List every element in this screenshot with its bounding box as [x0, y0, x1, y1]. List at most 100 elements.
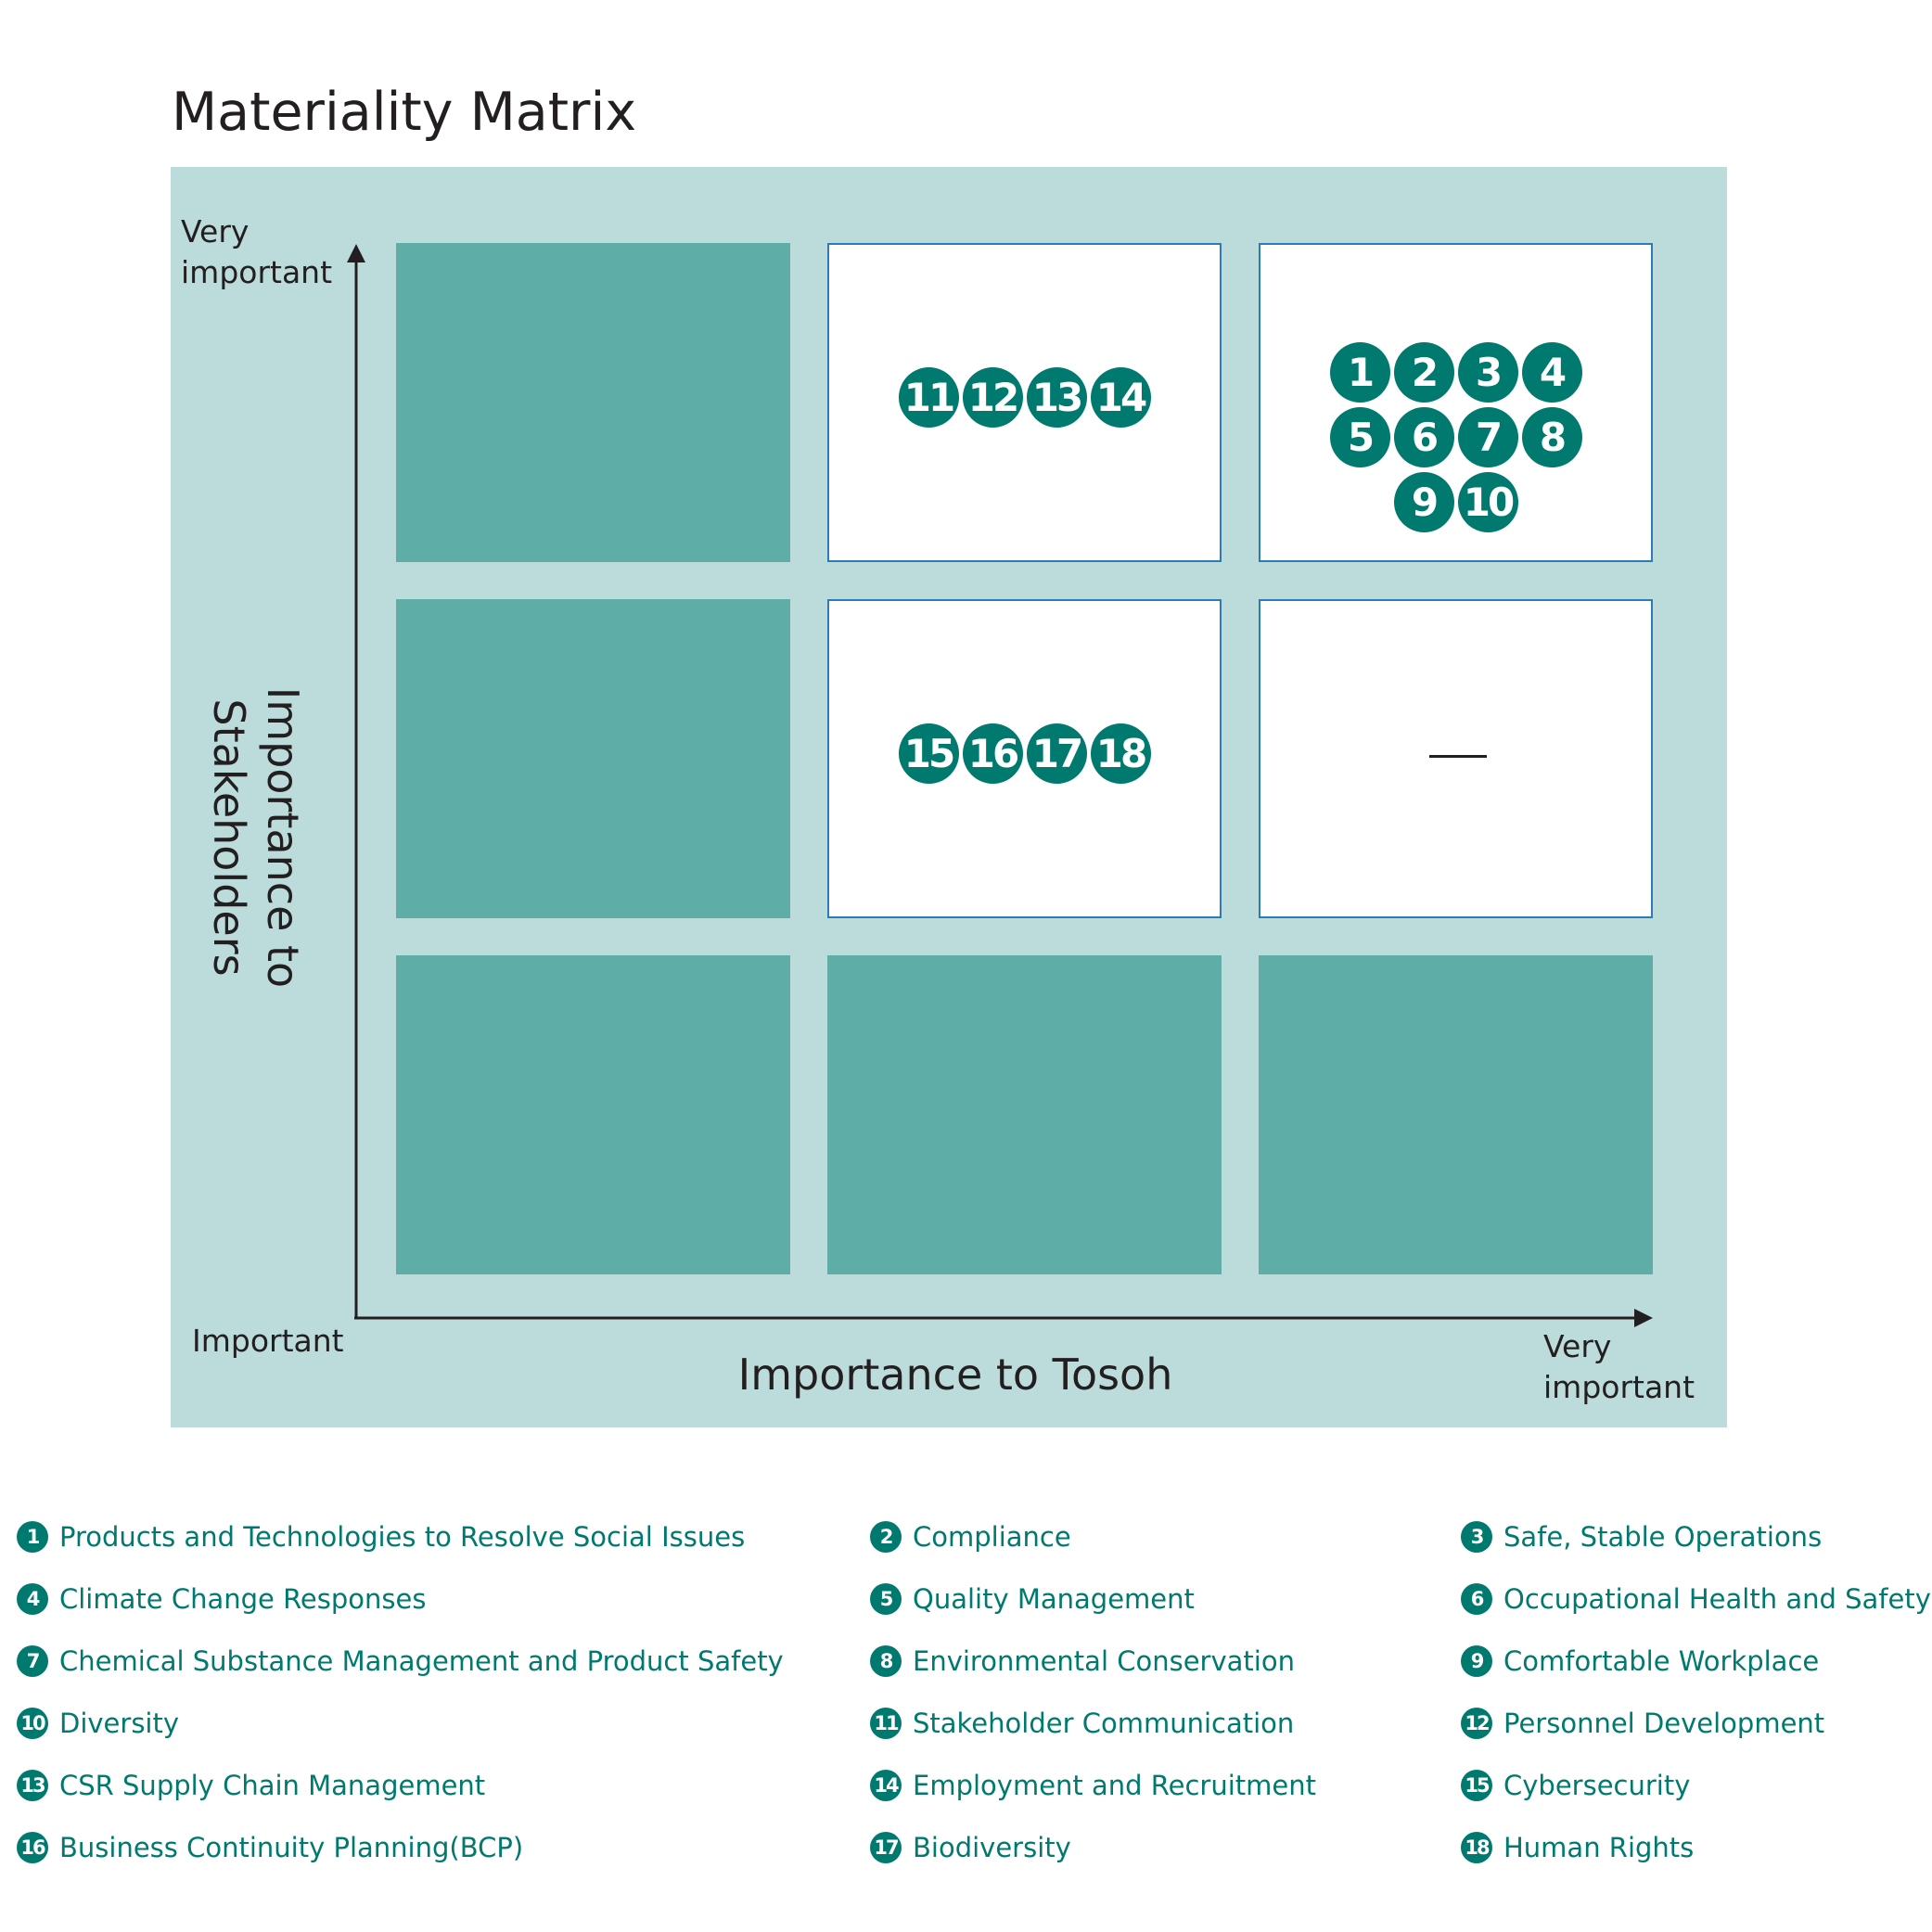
legend-badge-18: 18 — [1461, 1832, 1492, 1863]
legend-item-16: 16 Business Continuity Planning(BCP) — [17, 1829, 523, 1866]
badge-15: 15 — [898, 723, 959, 784]
badge-5: 5 — [1329, 407, 1390, 467]
y-axis-title: Importance to Stakeholders — [202, 687, 310, 988]
legend-label: Comfortable Workplace — [1503, 1645, 1820, 1677]
legend-label: Personnel Development — [1503, 1708, 1825, 1739]
legend-item-7: 7 Chemical Substance Management and Produ… — [17, 1643, 784, 1680]
legend-item-8: 8 Environmental Conservation — [870, 1643, 1295, 1680]
cell-middle-right — [1259, 599, 1653, 918]
legend-badge-11: 11 — [870, 1708, 902, 1739]
legend-badge-15: 15 — [1461, 1770, 1492, 1801]
legend-label: Employment and Recruitment — [913, 1770, 1316, 1801]
x-axis-title: Importance to Tosoh — [737, 1350, 1173, 1400]
legend-item-5: 5 Quality Management — [870, 1580, 1195, 1618]
cell-bottom-right — [1259, 955, 1653, 1274]
x-axis-arrowhead — [1634, 1309, 1653, 1327]
badge-4: 4 — [1521, 342, 1582, 403]
badge-13: 13 — [1026, 367, 1087, 428]
legend-item-18: 18 Human Rights — [1461, 1829, 1694, 1866]
legend-label: Climate Change Responses — [59, 1583, 427, 1615]
badge-6: 6 — [1393, 407, 1454, 467]
cell-top-left — [396, 243, 790, 562]
badge-11: 11 — [898, 367, 959, 428]
y-axis-top-label: Very important — [181, 211, 332, 293]
legend-label: Safe, Stable Operations — [1503, 1521, 1823, 1553]
legend-badge-10: 10 — [17, 1708, 48, 1739]
page-title: Materiality Matrix — [172, 82, 637, 143]
legend-label: Quality Management — [913, 1583, 1195, 1615]
legend-label: Products and Technologies to Resolve Soc… — [59, 1521, 746, 1553]
legend-item-12: 12 Personnel Development — [1461, 1705, 1824, 1742]
legend-badge-17: 17 — [870, 1832, 902, 1863]
legend-item-17: 17 Biodiversity — [870, 1829, 1071, 1866]
y-title-line2: Stakeholders — [204, 698, 254, 977]
badge-9: 9 — [1393, 472, 1454, 532]
legend-badge-16: 16 — [17, 1832, 48, 1863]
legend-item-13: 13 CSR Supply Chain Management — [17, 1767, 485, 1804]
badge-3: 3 — [1457, 342, 1518, 403]
cell-bottom-left — [396, 955, 790, 1274]
x-right-label-line2: important — [1543, 1369, 1695, 1405]
origin-label: Important — [192, 1323, 344, 1359]
empty-dash — [1429, 755, 1487, 758]
legend-label: Compliance — [913, 1521, 1071, 1553]
legend-item-4: 4 Climate Change Responses — [17, 1580, 426, 1618]
legend-badge-14: 14 — [870, 1770, 902, 1801]
badge-17: 17 — [1026, 723, 1087, 784]
legend-item-6: 6 Occupational Health and Safety — [1461, 1580, 1931, 1618]
legend-badge-6: 6 — [1461, 1583, 1492, 1615]
legend-label: Business Continuity Planning(BCP) — [59, 1832, 524, 1863]
legend-item-9: 9 Comfortable Workplace — [1461, 1643, 1819, 1680]
legend-badge-4: 4 — [17, 1583, 48, 1615]
legend-label: Chemical Substance Management and Produc… — [59, 1645, 784, 1677]
legend-label: Cybersecurity — [1503, 1770, 1691, 1801]
badge-14: 14 — [1090, 367, 1151, 428]
badge-16: 16 — [962, 723, 1023, 784]
y-top-label-line1: Very — [181, 213, 249, 249]
legend-badge-5: 5 — [870, 1583, 902, 1615]
badge-1: 1 — [1329, 342, 1390, 403]
legend-label: CSR Supply Chain Management — [59, 1770, 486, 1801]
cell-bottom-middle — [827, 955, 1222, 1274]
badge-10: 10 — [1457, 472, 1518, 532]
legend-item-14: 14 Employment and Recruitment — [870, 1767, 1316, 1804]
y-title-line1: Importance to — [258, 686, 308, 989]
legend-item-2: 2 Compliance — [870, 1518, 1071, 1555]
legend-badge-2: 2 — [870, 1521, 902, 1553]
legend-badge-1: 1 — [17, 1521, 48, 1553]
legend-item-15: 15 Cybersecurity — [1461, 1767, 1690, 1804]
badge-2: 2 — [1393, 342, 1454, 403]
legend-badge-13: 13 — [17, 1770, 48, 1801]
legend-item-3: 3 Safe, Stable Operations — [1461, 1518, 1822, 1555]
legend-item-10: 10 Diversity — [17, 1705, 179, 1742]
legend-badge-8: 8 — [870, 1645, 902, 1677]
x-right-label-line1: Very — [1543, 1328, 1612, 1364]
legend-item-11: 11 Stakeholder Communication — [870, 1705, 1294, 1742]
legend-item-1: 1 Products and Technologies to Resolve So… — [17, 1518, 745, 1555]
legend-badge-9: 9 — [1461, 1645, 1492, 1677]
legend-label: Occupational Health and Safety — [1503, 1583, 1931, 1615]
badge-8: 8 — [1521, 407, 1582, 467]
y-top-label-line2: important — [181, 254, 333, 290]
legend-badge-12: 12 — [1461, 1708, 1492, 1739]
legend-label: Diversity — [59, 1708, 180, 1739]
legend-label: Stakeholder Communication — [913, 1708, 1295, 1739]
legend-badge-3: 3 — [1461, 1521, 1492, 1553]
badge-12: 12 — [962, 367, 1023, 428]
legend-label: Biodiversity — [913, 1832, 1071, 1863]
legend-label: Human Rights — [1503, 1832, 1695, 1863]
y-axis-arrowhead — [347, 244, 365, 262]
legend-label: Environmental Conservation — [913, 1645, 1295, 1677]
legend-badge-7: 7 — [17, 1645, 48, 1677]
x-axis-right-label: Very important — [1543, 1326, 1695, 1408]
badge-18: 18 — [1090, 723, 1151, 784]
cell-middle-left — [396, 599, 790, 918]
badge-7: 7 — [1457, 407, 1518, 467]
